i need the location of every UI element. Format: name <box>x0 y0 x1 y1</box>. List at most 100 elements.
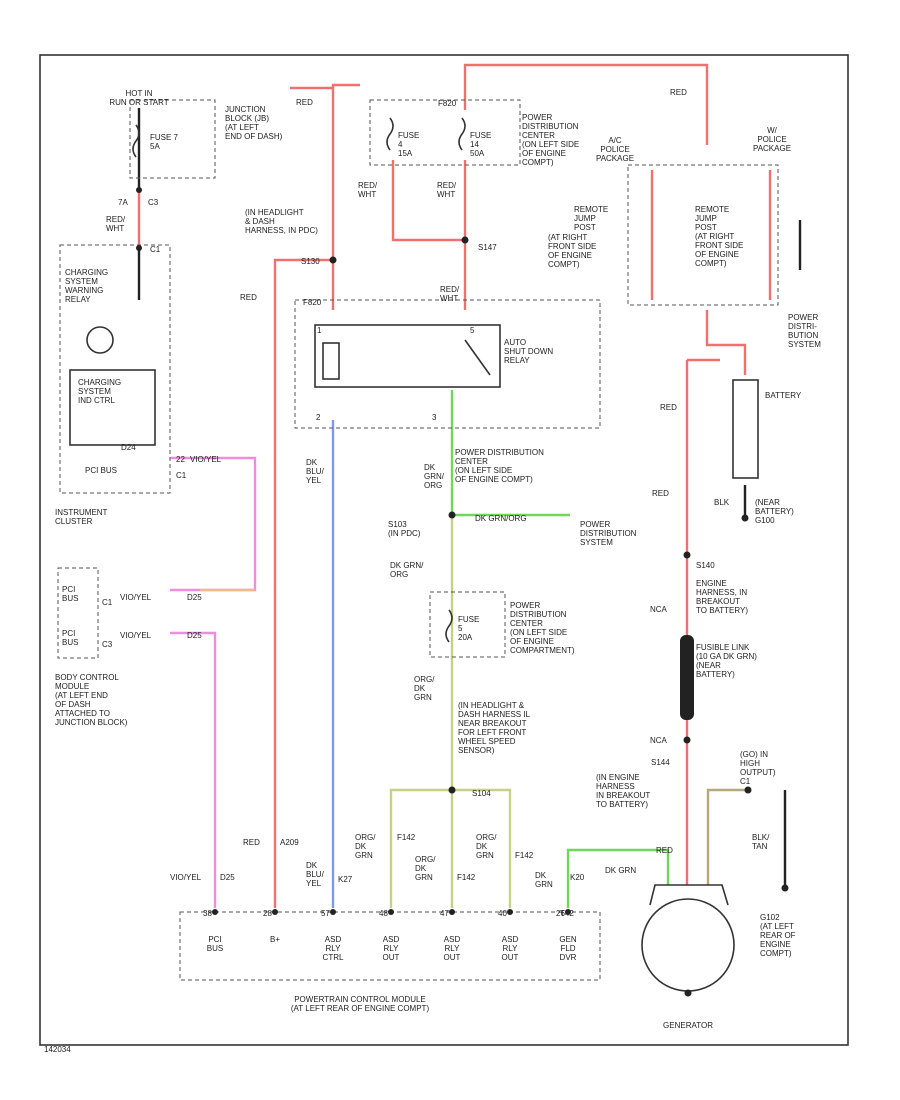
asd-relay-pdc <box>294 299 601 429</box>
pdc-wire-a: RED <box>296 98 313 107</box>
cluster-pin: D24 <box>121 443 136 452</box>
ground-g102 <box>781 884 789 892</box>
bcm-pin2: D25 <box>187 631 202 640</box>
s144-label: S144 <box>651 758 670 767</box>
pdc-wire-top: RED <box>670 88 687 97</box>
ign-wire: RED/WHT <box>106 215 126 233</box>
pin-ign <box>136 187 142 193</box>
relay-p3: 3 <box>432 413 437 422</box>
pin-pcm-6 <box>507 909 513 915</box>
pin-pcm-5 <box>449 909 455 915</box>
relay-wire: RED/WHT <box>440 285 460 303</box>
w-ctrl-code: K27 <box>338 875 353 884</box>
w-bplus: RED <box>243 838 260 847</box>
generator-body <box>649 884 729 906</box>
gen-red: RED <box>656 846 673 855</box>
pdc-mid-branch: DK GRN/ORG <box>475 514 527 523</box>
wire-red-gen <box>685 358 720 885</box>
fuse-7-glyph <box>132 124 140 158</box>
pcm-label: POWERTRAIN CONTROL MODULE(AT LEFT REAR O… <box>291 995 430 1013</box>
sense-wire: BLK/TAN <box>752 833 770 851</box>
splice-s130 <box>329 256 337 264</box>
w-bplus-code: A209 <box>280 838 299 847</box>
cluster-wire: VIO/YEL <box>190 455 222 464</box>
fuse-4-glyph <box>386 117 394 151</box>
pcm-pin-5-num: 47 <box>440 909 449 918</box>
pdc-fuse5 <box>429 591 506 658</box>
gen-ground <box>684 989 692 997</box>
wire-red-police <box>650 170 772 375</box>
wire-black-misc <box>743 220 802 885</box>
asd-relay-switch <box>464 339 491 376</box>
police-package-box <box>627 164 779 306</box>
bcm-wire2: VIO/YEL <box>120 631 152 640</box>
warning-relay-coil <box>86 326 114 354</box>
fuse-14-glyph <box>458 117 466 151</box>
pdc-splice: S147 <box>478 243 497 252</box>
pcm-pin-1-num: 38 <box>203 909 212 918</box>
wire-tan-sense <box>706 788 748 885</box>
pcm-pin-7-num: 26 <box>556 909 565 918</box>
pin-cluster <box>136 245 142 251</box>
right-wire: RED <box>652 489 669 498</box>
splice-s103 <box>448 511 456 519</box>
battery-gnd-wire: BLK <box>714 498 730 507</box>
pcm-pin-6-num: 40 <box>498 909 507 918</box>
wire-green-field <box>566 848 670 908</box>
cluster-conn: C1 <box>150 245 161 254</box>
pcm-pin-2-name: B+ <box>270 935 280 944</box>
pdc-wire-b: RED/WHT <box>358 181 378 199</box>
bcm-c1: C1 <box>102 598 113 607</box>
asd-relay-coil <box>322 342 340 380</box>
bcm-c2: C3 <box>102 640 113 649</box>
splice-s147 <box>461 236 469 244</box>
fuse5-in: DK GRN/ORG <box>390 561 424 579</box>
harness-low-splice: S104 <box>472 789 491 798</box>
relay-p5: 5 <box>470 326 475 335</box>
bcm-wire1: VIO/YEL <box>120 593 152 602</box>
battery-label: BATTERY <box>765 391 802 400</box>
fusible-link <box>680 635 694 720</box>
diagram-id: 142034 <box>44 1045 71 1054</box>
w-pci-code: D25 <box>220 873 235 882</box>
pcm-pin-3-num: 57 <box>321 909 330 918</box>
battery-wire: RED <box>660 403 677 412</box>
s140-label: S140 <box>696 561 715 570</box>
sense-conn <box>744 786 752 794</box>
asd-relay <box>314 324 501 388</box>
main-red-label: RED <box>240 293 257 302</box>
wire-red-fuse-loop <box>391 63 709 310</box>
